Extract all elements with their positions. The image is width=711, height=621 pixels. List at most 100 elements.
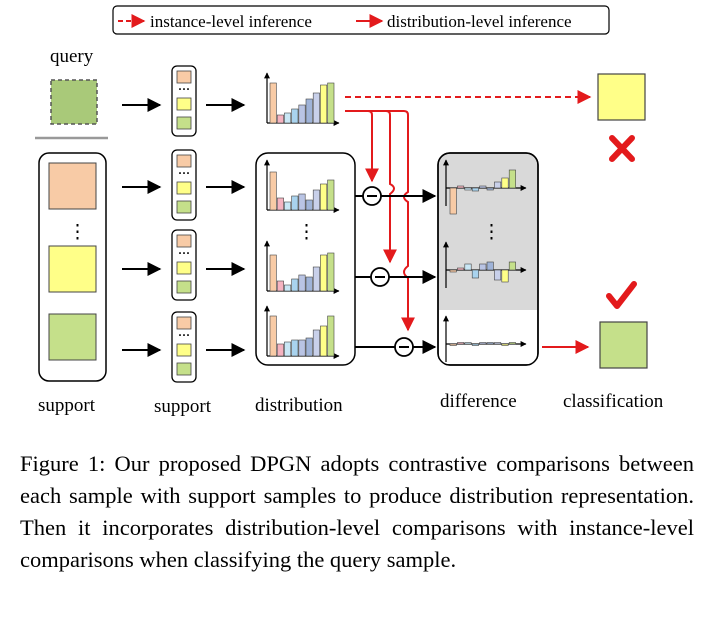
- distribution-bar: [312, 92, 320, 124]
- stack-dots: ···: [178, 328, 190, 342]
- figure-caption: Figure 1: Our proposed DPGN adopts contr…: [20, 448, 694, 576]
- legend-distribution-label: distribution-level inference: [387, 12, 572, 31]
- distribution-ellipsis: ⋮: [297, 222, 316, 243]
- cross-mark-icon: [609, 135, 635, 162]
- difference-bar: [449, 343, 457, 346]
- distribution-bar: [276, 114, 284, 124]
- distribution-bar: [320, 325, 328, 357]
- support-label-1: support: [38, 395, 96, 416]
- difference-bar: [449, 269, 457, 273]
- difference-bar: [501, 343, 509, 346]
- distribution-bar: [298, 193, 306, 211]
- stack-sample-green: [176, 116, 192, 130]
- distribution-bar: [298, 274, 306, 292]
- difference-bar: [457, 185, 465, 189]
- distribution-bar: [291, 195, 299, 211]
- caption-prefix: Figure 1:: [20, 451, 106, 476]
- distribution-chart: [264, 72, 340, 126]
- difference-bar: [508, 169, 516, 189]
- stack-sample-yellow: [176, 97, 192, 111]
- stack-sample-orange: [176, 234, 192, 248]
- distribution-chart: [264, 240, 340, 294]
- difference-bar: [457, 267, 465, 271]
- difference-label: difference: [440, 391, 517, 412]
- difference-bar: [449, 187, 457, 215]
- stack: ···: [171, 149, 197, 221]
- distribution-bar: [284, 201, 292, 211]
- difference-bar: [471, 187, 479, 192]
- stack-sample-yellow: [176, 261, 192, 275]
- difference-bar: [479, 185, 487, 189]
- difference-bar: [508, 261, 516, 271]
- difference-bar: [457, 342, 465, 345]
- difference-bar: [471, 343, 479, 346]
- difference-bar: [494, 269, 502, 281]
- difference-bar: [494, 181, 502, 189]
- stack-sample-green: [176, 280, 192, 294]
- distribution-bar: [305, 98, 313, 124]
- distribution-bar: [320, 84, 328, 124]
- caption-text: Our proposed DPGN adopts contrastive com…: [20, 451, 694, 572]
- stack-sample-green: [176, 362, 192, 376]
- difference-ellipsis: ⋮: [482, 222, 501, 243]
- support-sample-green: [48, 313, 97, 361]
- difference-bar: [501, 269, 509, 283]
- distribution-bar: [312, 266, 320, 292]
- stack-sample-yellow: [176, 343, 192, 357]
- distribution-bar: [305, 337, 313, 357]
- difference-bar: [471, 269, 479, 279]
- distribution-bar: [276, 280, 284, 292]
- distribution-bar: [298, 339, 306, 357]
- support-stacks: ··· ··· ··· ···: [171, 65, 197, 383]
- query-distribution-chart: [264, 72, 340, 126]
- distribution-label: distribution: [255, 395, 343, 416]
- distribution-bar: [312, 329, 320, 357]
- distribution-bar: [327, 315, 335, 357]
- distribution-bar: [291, 278, 299, 292]
- distribution-bar: [276, 197, 284, 211]
- difference-bar: [479, 263, 487, 271]
- check-mark-icon: [606, 281, 637, 309]
- query-label: query: [50, 46, 94, 67]
- distribution-chart: [264, 159, 340, 213]
- wrong-prediction-sample: [597, 73, 646, 121]
- stack: ···: [171, 65, 197, 137]
- distribution-bar: [269, 315, 277, 357]
- distribution-bar: [305, 199, 313, 211]
- stack-dots: ···: [178, 246, 190, 260]
- stack-dots: ···: [178, 166, 190, 180]
- distribution-bar: [269, 254, 277, 292]
- legend: instance-level inference distribution-le…: [112, 5, 610, 35]
- difference-bar: [486, 342, 494, 345]
- correct-prediction-sample: [599, 321, 648, 369]
- support-ellipsis: ⋮: [68, 222, 87, 243]
- difference-charts: [443, 159, 527, 362]
- stack-sample-orange: [176, 316, 192, 330]
- distribution-bar: [291, 108, 299, 124]
- distribution-bar: [327, 179, 335, 211]
- difference-bar: [464, 263, 472, 271]
- difference-chart: [443, 159, 527, 215]
- support-sample-yellow: [48, 245, 97, 293]
- distribution-bar: [284, 341, 292, 357]
- stack-dots: ···: [178, 82, 190, 96]
- dpgn-diagram: instance-level inference distribution-le…: [35, 5, 664, 417]
- distribution-bar: [327, 252, 335, 292]
- stack: ···: [171, 311, 197, 383]
- stack: ···: [171, 229, 197, 301]
- distribution-bar: [284, 284, 292, 292]
- difference-chart: [443, 315, 527, 362]
- classification-label: classification: [563, 391, 664, 412]
- distribution-bar: [269, 171, 277, 211]
- query-sample: [50, 79, 98, 125]
- distribution-bar: [320, 254, 328, 292]
- distribution-bar: [305, 276, 313, 292]
- difference-bar: [508, 342, 516, 345]
- stack-sample-yellow: [176, 181, 192, 195]
- distribution-chart: [264, 305, 340, 359]
- difference-bar: [494, 342, 502, 345]
- support-label-2: support: [154, 396, 212, 417]
- stack-sample-orange: [176, 154, 192, 168]
- distribution-bar: [312, 189, 320, 211]
- stack-sample-orange: [176, 70, 192, 84]
